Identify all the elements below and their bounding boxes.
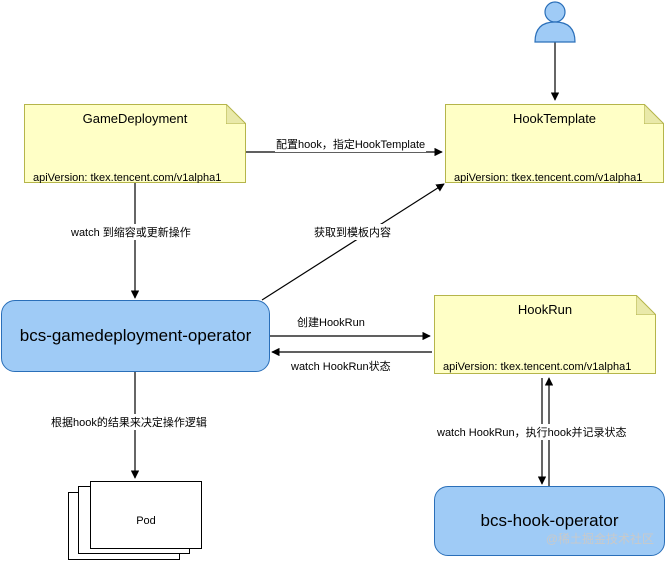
label-get-template: 获取到模板内容 (313, 224, 392, 240)
arrow-operator-to-hooktemplate (261, 183, 445, 301)
label-watch-exec: watch HookRun，执行hook并记录状态 (436, 424, 628, 440)
note-fold (226, 104, 246, 124)
label-watch-scale: watch 到缩容或更新操作 (70, 224, 192, 240)
gamedeployment-title: GameDeployment (82, 111, 188, 126)
hookrun-note: HookRun apiVersion: tkex.tencent.com/v1a… (434, 295, 656, 374)
hooktemplate-title: HookTemplate (512, 111, 597, 126)
gamedeployment-note: GameDeployment apiVersion: tkex.tencent.… (24, 104, 246, 183)
hookrun-apiversion: apiVersion: tkex.tencent.com/v1alpha1 (443, 361, 632, 373)
label-watch-hookrun-status: watch HookRun状态 (290, 358, 392, 374)
hooktemplate-note: HookTemplate apiVersion: tkex.tencent.co… (445, 104, 664, 183)
note-fold (636, 295, 656, 315)
user-icon (534, 1, 576, 43)
label-create-hookrun: 创建HookRun (296, 314, 366, 330)
gamedeployment-operator-label: bcs-gamedeployment-operator (19, 326, 252, 345)
pod-page-front: Pod (90, 481, 202, 549)
label-decide-logic: 根据hook的结果来决定操作逻辑 (50, 414, 208, 430)
gamedeployment-apiversion: apiVersion: tkex.tencent.com/v1alpha1 (33, 172, 222, 184)
note-fold (644, 104, 664, 124)
hook-operator-box: bcs-hook-operator (434, 486, 665, 556)
pod-label: Pod (136, 515, 156, 527)
watermark: @稀土掘金技术社区 (545, 532, 654, 546)
hooktemplate-apiversion: apiVersion: tkex.tencent.com/v1alpha1 (454, 172, 643, 184)
hook-operator-label: bcs-hook-operator (480, 511, 619, 530)
gamedeployment-operator-box: bcs-gamedeployment-operator (1, 300, 270, 372)
label-config-hook: 配置hook，指定HookTemplate (275, 136, 427, 152)
hookrun-title: HookRun (517, 302, 573, 317)
